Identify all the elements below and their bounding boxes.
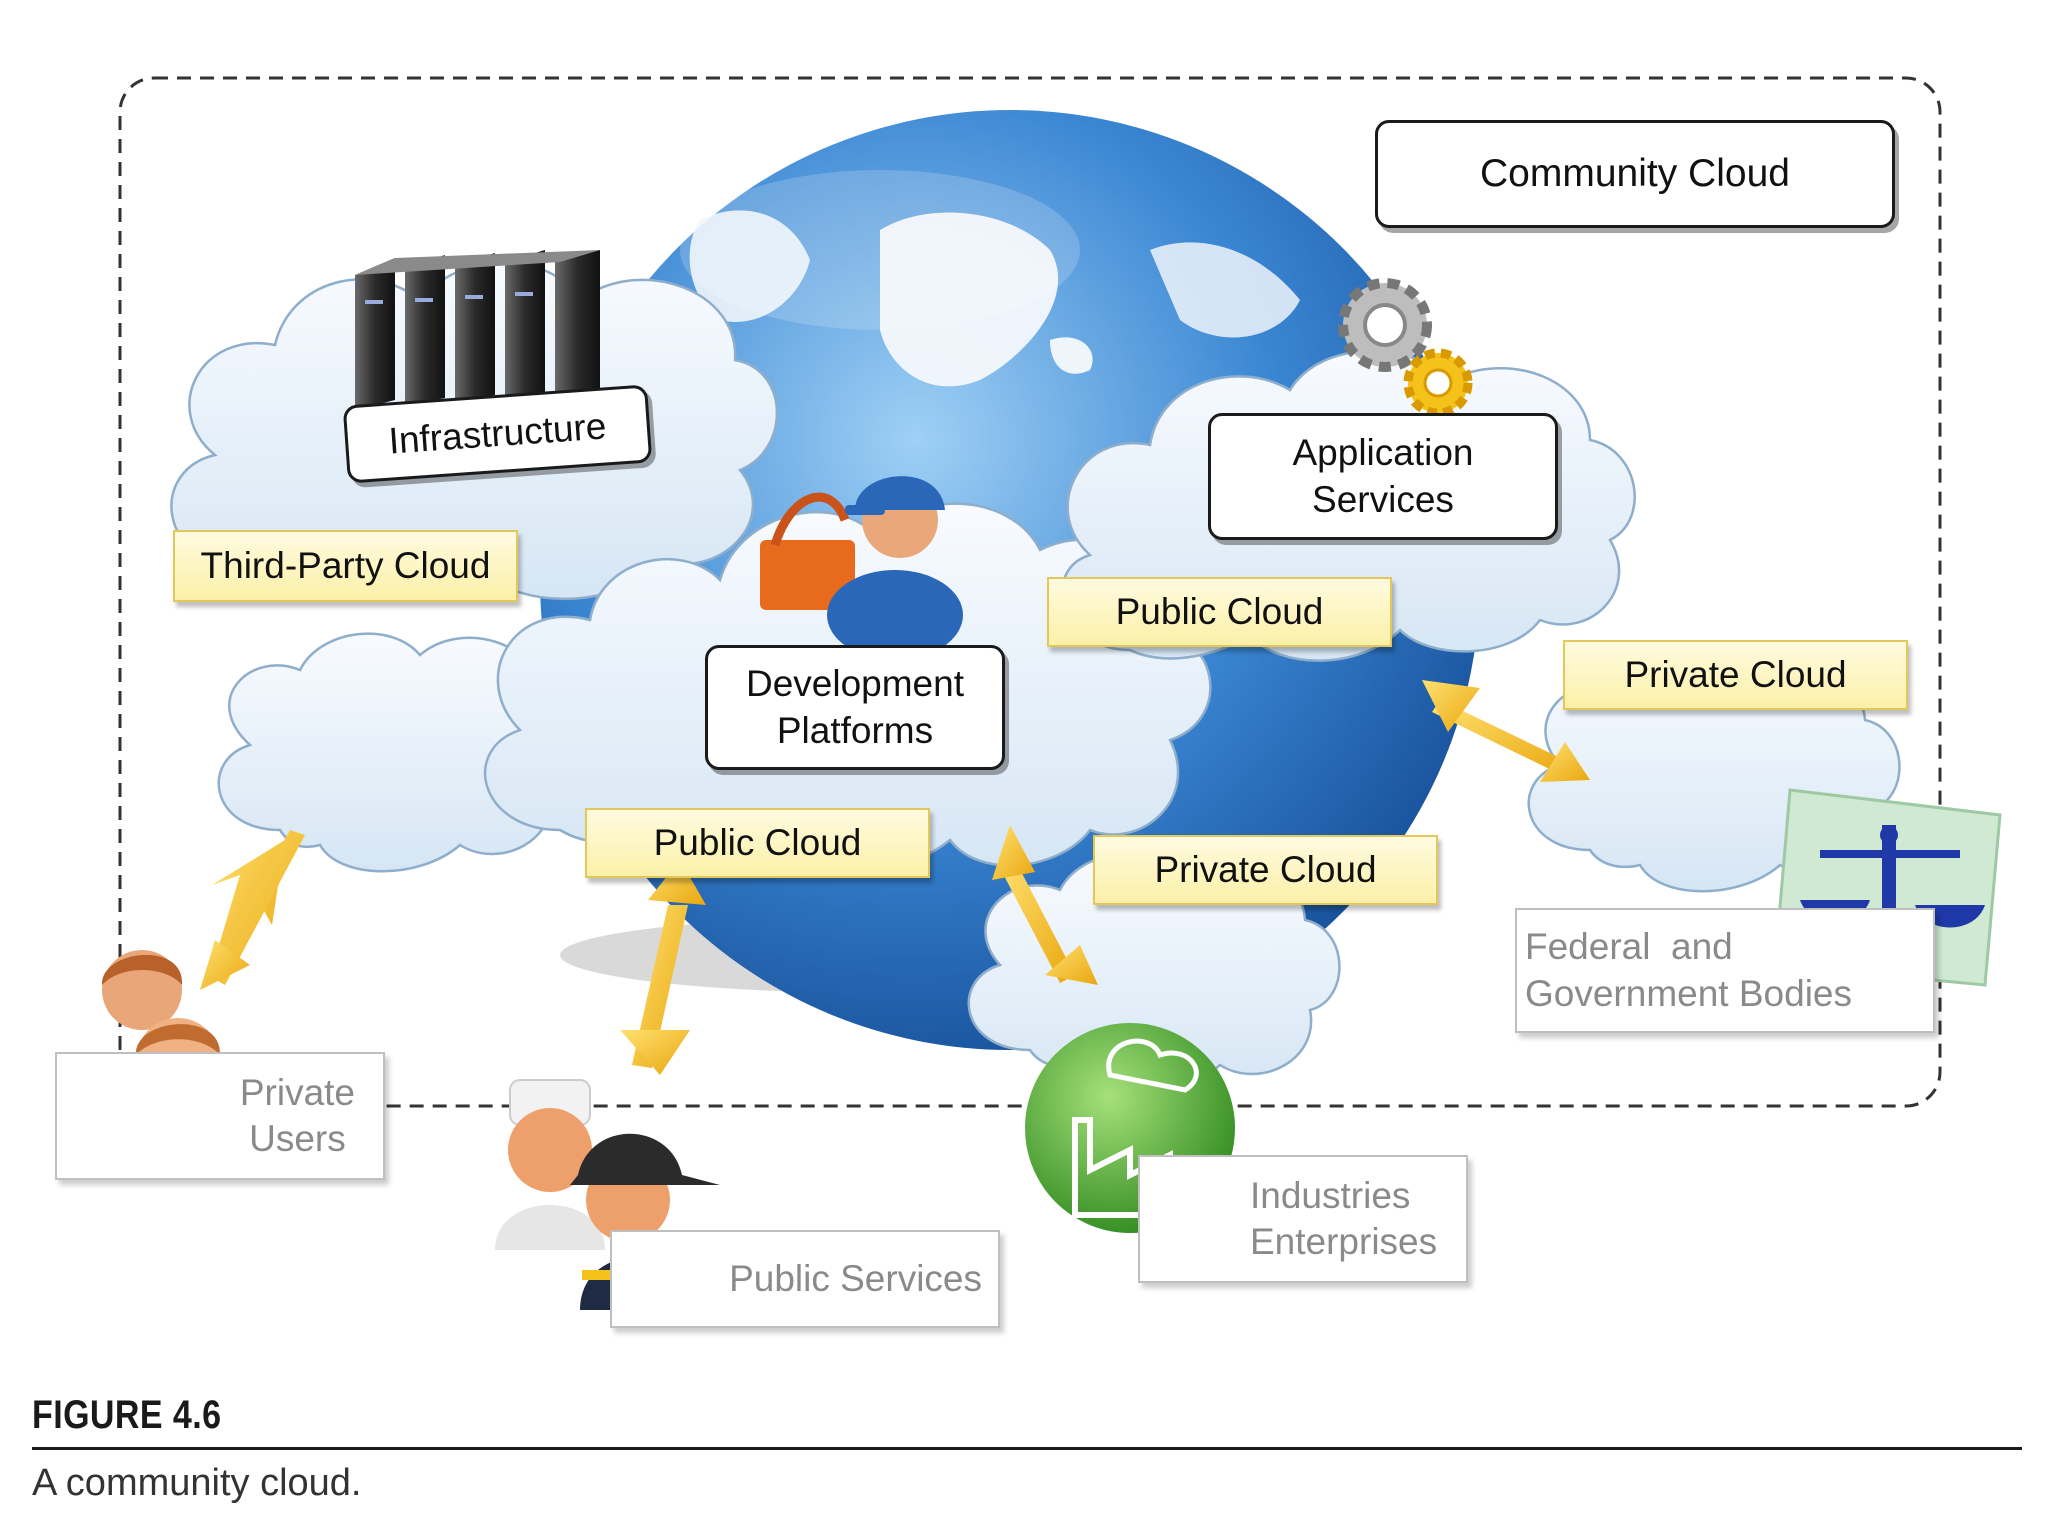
gears-icon bbox=[1338, 278, 1473, 418]
private-users-label: Private Users bbox=[55, 1052, 385, 1180]
third-party-cloud-label: Third-Party Cloud bbox=[173, 530, 518, 602]
developer-icon bbox=[760, 476, 963, 660]
arrow-industries bbox=[992, 825, 1098, 985]
application-services-label: Application Services bbox=[1208, 413, 1558, 540]
community-cloud-label: Community Cloud bbox=[1375, 120, 1895, 228]
community-boundary bbox=[118, 76, 1942, 1108]
private-cloud-right-label: Private Cloud bbox=[1563, 640, 1908, 710]
federal-government-label: Federal and Government Bodies bbox=[1515, 908, 1935, 1033]
figure-caption: A community cloud. bbox=[32, 1462, 362, 1504]
development-platforms-label: Development Platforms bbox=[705, 645, 1005, 770]
caption-divider bbox=[32, 1447, 2022, 1450]
arrow-private-users bbox=[200, 830, 305, 990]
public-cloud-center-label: Public Cloud bbox=[585, 808, 930, 878]
public-cloud-right-label: Public Cloud bbox=[1047, 577, 1392, 647]
private-cloud-center-label: Private Cloud bbox=[1093, 835, 1438, 905]
public-services-label: Public Services bbox=[610, 1230, 1000, 1328]
server-rack-icon bbox=[355, 250, 600, 410]
figure-number: FIGURE 4.6 bbox=[32, 1393, 222, 1437]
arrow-public-services bbox=[620, 860, 706, 1075]
industries-enterprises-label: Industries Enterprises bbox=[1138, 1155, 1468, 1283]
arrow-federal bbox=[1422, 680, 1590, 782]
